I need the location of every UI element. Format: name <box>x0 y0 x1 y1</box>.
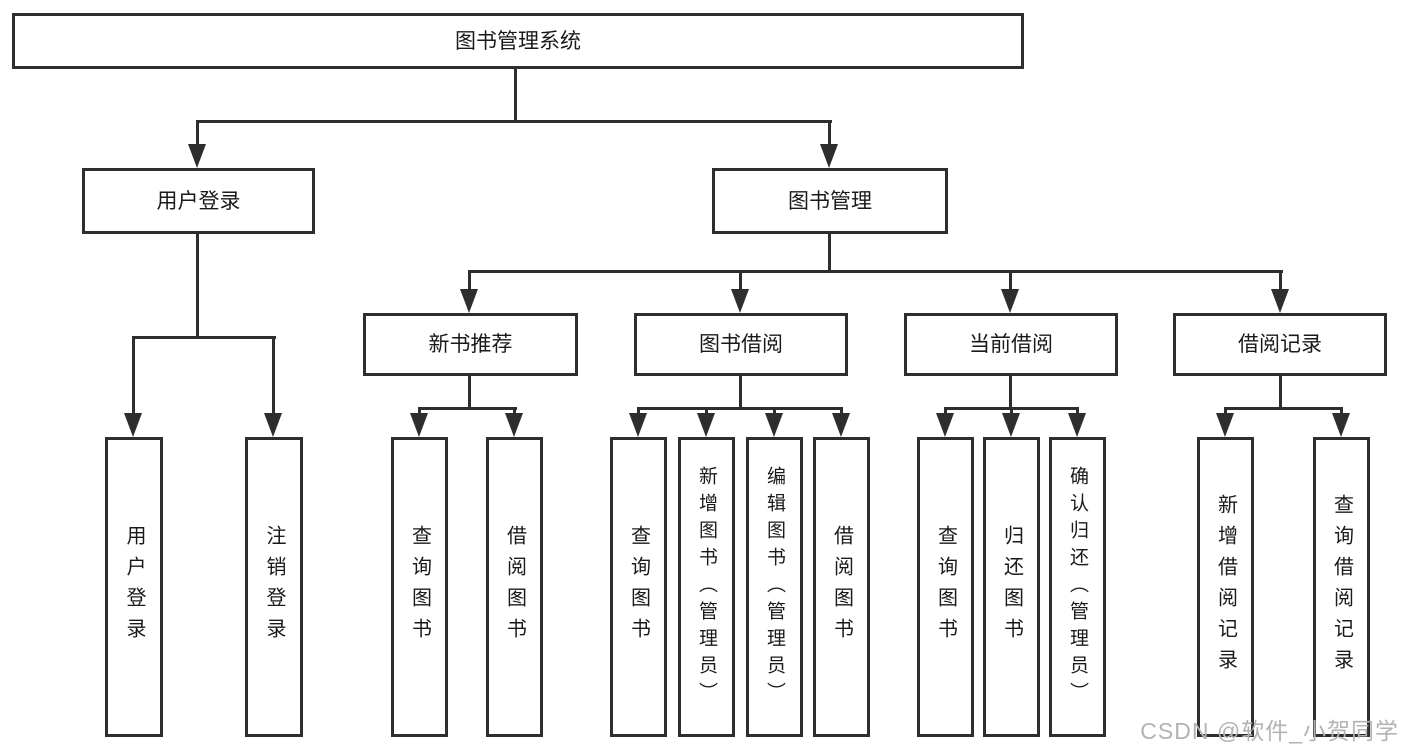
node-label: 借阅记录 <box>1238 333 1322 356</box>
leaf-return-books: 归还图书 <box>983 437 1040 737</box>
connector-line <box>705 409 708 416</box>
arrow-down-icon <box>124 413 142 437</box>
connector-line <box>196 234 199 338</box>
node-label: 编辑图书（管理员） <box>764 465 785 709</box>
node-label: 用户登录 <box>156 189 241 213</box>
connector-line <box>132 336 276 339</box>
node-label: 用户登录 <box>123 525 145 649</box>
node-label: 查询图书 <box>627 525 650 649</box>
leaf-query-books: 查询图书 <box>610 437 667 737</box>
leaf-add-books-admin: 新增图书（管理员） <box>678 437 735 737</box>
arrow-down-icon <box>820 144 838 168</box>
leaf-query-books: 查询图书 <box>917 437 974 737</box>
arrow-down-icon <box>629 413 647 437</box>
connector-line <box>418 409 421 416</box>
arrow-down-icon <box>188 144 206 168</box>
connector-line <box>637 409 640 416</box>
node-label: 新书推荐 <box>428 333 513 356</box>
connector-line <box>196 123 199 146</box>
connector-line <box>739 273 742 290</box>
node-label: 图书管理 <box>788 189 872 213</box>
node-label: 归还图书 <box>1000 525 1023 649</box>
node-library-system: 图书管理系统 <box>12 13 1024 69</box>
connector-line <box>418 407 517 410</box>
connector-line <box>1009 273 1012 290</box>
arrow-down-icon <box>460 289 478 313</box>
node-label: 新增图书（管理员） <box>696 465 717 709</box>
arrow-down-icon <box>1001 289 1019 313</box>
node-book-borrow: 图书借阅 <box>634 313 848 376</box>
node-label: 查询图书 <box>408 525 431 649</box>
arrow-down-icon <box>936 413 954 437</box>
connector-line <box>1076 409 1079 416</box>
arrow-down-icon <box>1216 413 1234 437</box>
node-new-book-recommend: 新书推荐 <box>363 313 578 376</box>
connector-line <box>1279 376 1282 409</box>
leaf-add-borrow-record: 新增借阅记录 <box>1197 437 1254 737</box>
leaf-borrow-books: 借阅图书 <box>813 437 870 737</box>
leaf-borrow-books: 借阅图书 <box>486 437 543 737</box>
connector-line <box>828 123 831 146</box>
connector-line <box>1224 409 1227 416</box>
connector-line <box>840 409 843 416</box>
node-label: 借阅图书 <box>830 525 853 649</box>
connector-line <box>944 407 1079 410</box>
connector-line <box>944 409 947 416</box>
arrow-down-icon <box>410 413 428 437</box>
node-label: 当前借阅 <box>969 333 1053 356</box>
leaf-logout: 注销登录 <box>245 437 303 737</box>
arrow-down-icon <box>264 413 282 437</box>
connector-line <box>1010 409 1013 416</box>
node-label: 借阅图书 <box>503 525 526 649</box>
connector-line <box>468 376 471 409</box>
connector-line <box>513 409 516 416</box>
connector-line <box>1340 409 1343 416</box>
arrow-down-icon <box>697 413 715 437</box>
connector-line <box>1224 407 1343 410</box>
connector-line <box>637 407 843 410</box>
arrow-down-icon <box>1271 289 1289 313</box>
leaf-query-books: 查询图书 <box>391 437 448 737</box>
node-borrow-records: 借阅记录 <box>1173 313 1387 376</box>
node-label: 图书借阅 <box>699 333 783 356</box>
node-current-borrow: 当前借阅 <box>904 313 1118 376</box>
node-user-login: 用户登录 <box>82 168 315 234</box>
leaf-confirm-return-admin: 确认归还（管理员） <box>1049 437 1106 737</box>
connector-line <box>773 409 776 416</box>
arrow-down-icon <box>1068 413 1086 437</box>
arrow-down-icon <box>731 289 749 313</box>
watermark-text: CSDN @软件_小贺同学 <box>1140 718 1399 744</box>
connector-line <box>468 270 1283 273</box>
node-label: 注销登录 <box>263 525 285 649</box>
connector-line <box>514 69 517 123</box>
connector-line <box>1009 376 1012 409</box>
node-label: 查询图书 <box>934 525 957 649</box>
node-book-management: 图书管理 <box>712 168 948 234</box>
node-label: 确认归还（管理员） <box>1067 465 1088 709</box>
node-label: 图书管理系统 <box>455 29 581 53</box>
connector-line <box>739 376 742 409</box>
leaf-edit-books-admin: 编辑图书（管理员） <box>746 437 803 737</box>
connector-line <box>272 339 275 413</box>
arrow-down-icon <box>1332 413 1350 437</box>
arrow-down-icon <box>765 413 783 437</box>
connector-line <box>196 120 832 123</box>
leaf-query-borrow-record: 查询借阅记录 <box>1313 437 1370 737</box>
connector-line <box>828 234 831 272</box>
connector-line <box>132 339 135 413</box>
connector-line <box>1279 273 1282 290</box>
arrow-down-icon <box>832 413 850 437</box>
node-label: 查询借阅记录 <box>1330 494 1353 680</box>
arrow-down-icon <box>505 413 523 437</box>
connector-line <box>468 273 471 290</box>
node-label: 新增借阅记录 <box>1214 494 1237 680</box>
arrow-down-icon <box>1002 413 1020 437</box>
leaf-user-login: 用户登录 <box>105 437 163 737</box>
